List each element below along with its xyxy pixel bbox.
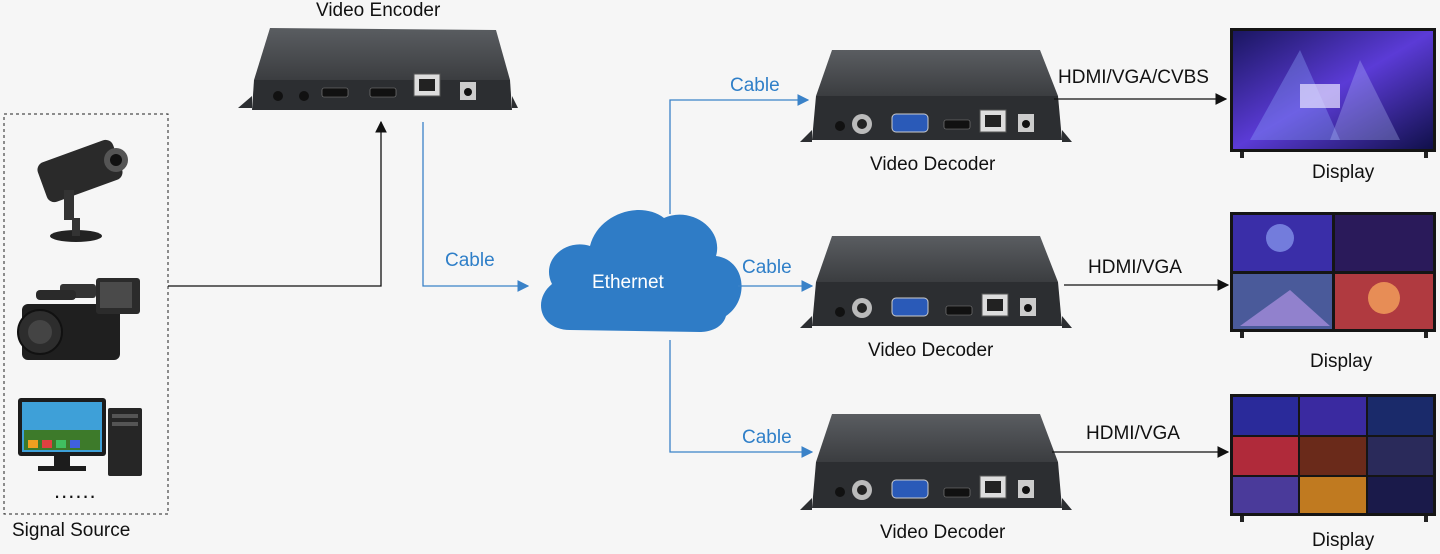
- cable-2-label: Cable: [742, 257, 792, 278]
- cable-1-label: Cable: [730, 75, 780, 96]
- encoder-label: Video Encoder: [316, 0, 441, 21]
- display-2-label: Display: [1310, 351, 1373, 372]
- output-1-label: HDMI/VGA/CVBS: [1058, 67, 1209, 88]
- display-3-label: Display: [1312, 530, 1375, 551]
- display-1-label: Display: [1312, 162, 1375, 183]
- source-to-encoder-line: [168, 120, 387, 287]
- output-3-label: HDMI/VGA: [1086, 423, 1180, 444]
- video-decoder-2-device: [800, 236, 1072, 328]
- cloud-icon: [540, 210, 742, 332]
- desktop-computer-icon: [18, 398, 142, 476]
- decoder-2-label: Video Decoder: [868, 340, 994, 361]
- encoder-to-cloud-cable: [422, 122, 530, 292]
- video-decoder-1-device: [800, 50, 1072, 142]
- signal-source-label: Signal Source: [12, 520, 131, 541]
- cctv-camera-icon: [37, 139, 128, 242]
- display-3-screen: [1230, 394, 1436, 522]
- video-encoder-device: [238, 28, 518, 110]
- decoder-1-label: Video Decoder: [870, 154, 996, 175]
- display-2-screen: [1230, 212, 1436, 338]
- decoder-3-label: Video Decoder: [880, 522, 1006, 543]
- output-2-label: HDMI/VGA: [1088, 257, 1182, 278]
- cloud-label: Ethernet: [592, 272, 664, 293]
- display-1-screen: [1230, 28, 1436, 158]
- cloud-to-decoder-3-cable: [669, 340, 814, 458]
- more-sources-ellipsis: ......: [54, 478, 97, 503]
- video-decoder-3-device: [800, 414, 1072, 510]
- camcorder-icon: [17, 278, 140, 360]
- encoder-cable-label: Cable: [445, 250, 495, 271]
- cloud-to-decoder-1-cable: [669, 94, 810, 214]
- cable-3-label: Cable: [742, 427, 792, 448]
